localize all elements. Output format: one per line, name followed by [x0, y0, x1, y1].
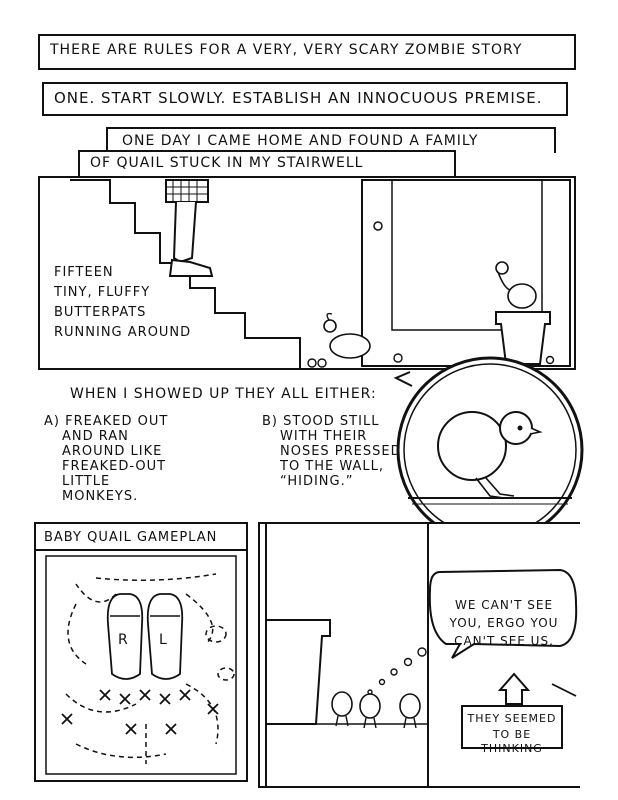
story-intro-line1: One day I came home and found a family [122, 133, 479, 149]
floor-quail-body [329, 333, 371, 359]
rule-title-text: There are rules for a very, very scary z… [50, 42, 523, 58]
showed-up-text: When I showed up they all either: [70, 386, 377, 402]
speech-line: We can't see [454, 598, 554, 612]
speech-bubble [428, 568, 578, 659]
option-a-line: freaked-out [62, 459, 167, 474]
hiding-illustration [265, 524, 578, 786]
rule-title-box: There are rules for a very, very scary z… [38, 34, 576, 70]
hiding-flower-pot [265, 619, 331, 725]
gameplan-panel: Baby quail gameplan [34, 522, 248, 782]
stairs-text-line: tiny, fluffy [54, 285, 151, 300]
quail-on-pot-head [495, 261, 509, 275]
option-a-line: monkeys. [62, 489, 139, 504]
option-a-line: little [62, 474, 111, 489]
thinking-line: to be thinking [481, 728, 543, 755]
stairs-text-line: running around [54, 325, 192, 340]
chick-closeup [393, 356, 584, 544]
option-b-line: to the wall, [280, 459, 385, 474]
gameplan-diagram [36, 549, 246, 775]
hiding-chick [331, 691, 353, 717]
stairs-panel: Fifteen tiny, fluffy butterpats running … [38, 176, 576, 370]
left-shoe-label: R [118, 632, 129, 648]
right-shoe [146, 593, 184, 680]
plaid-shorts [165, 179, 209, 203]
speech-line: you, ergo you [449, 616, 559, 630]
closeup-pointer [393, 371, 413, 387]
hiding-panel: We can't see you, ergo you can't see us.… [258, 522, 580, 788]
floor-quail-head [323, 319, 337, 333]
door-panel [391, 179, 543, 331]
door-knob [373, 221, 383, 231]
chick [317, 358, 327, 368]
story-intro-box-bottom: of quail stuck in my stairwell [78, 150, 456, 178]
floor-quail-crest [326, 312, 333, 321]
flower-pot [495, 311, 551, 365]
thinking-arrow [497, 672, 531, 705]
option-a-line: A) Freaked out [44, 414, 169, 429]
quail-on-pot-neck [497, 271, 511, 291]
gameplan-title: Baby quail gameplan [44, 530, 218, 545]
leg [172, 201, 197, 264]
option-b-line: B) Stood still [262, 414, 380, 429]
closeup-chick-legs [475, 477, 515, 499]
option-a-line: and ran [62, 429, 129, 444]
story-intro-box-top: One day I came home and found a family [106, 127, 556, 153]
stairs-text-line: butterpats [54, 305, 147, 320]
option-b-line: noses pressed [280, 444, 402, 459]
speech-line: can't see us. [454, 634, 554, 648]
chick [393, 353, 403, 363]
quail-on-pot-body [507, 283, 537, 309]
shoe [168, 258, 214, 277]
closeup-chick-beak [529, 427, 543, 435]
option-a: A) Freaked out and ran around like freak… [44, 414, 168, 504]
closeup-chick-eye [517, 425, 523, 431]
rule-one-box: One. Start slowly. Establish an innocuou… [42, 82, 568, 116]
thinking-line: They seemed [467, 712, 557, 725]
hiding-chick [359, 693, 381, 719]
thinking-box [461, 705, 563, 749]
option-b-line: with their [280, 429, 368, 444]
stairs-text-line: Fifteen [54, 265, 114, 280]
left-shoe [106, 593, 144, 680]
right-shoe-label: L [159, 632, 168, 648]
story-intro-line2: of quail stuck in my stairwell [90, 155, 364, 171]
rule-one-text: One. Start slowly. Establish an innocuou… [54, 89, 543, 107]
option-a-line: around like [62, 444, 163, 459]
chick [307, 358, 317, 368]
hiding-chick [399, 693, 421, 719]
closeup-chick-head [499, 411, 533, 445]
chick [545, 355, 555, 365]
option-b: B) Stood still with their noses pressed … [262, 414, 402, 489]
option-b-line: “hiding.” [280, 474, 354, 489]
closeup-chick-body [437, 411, 507, 481]
